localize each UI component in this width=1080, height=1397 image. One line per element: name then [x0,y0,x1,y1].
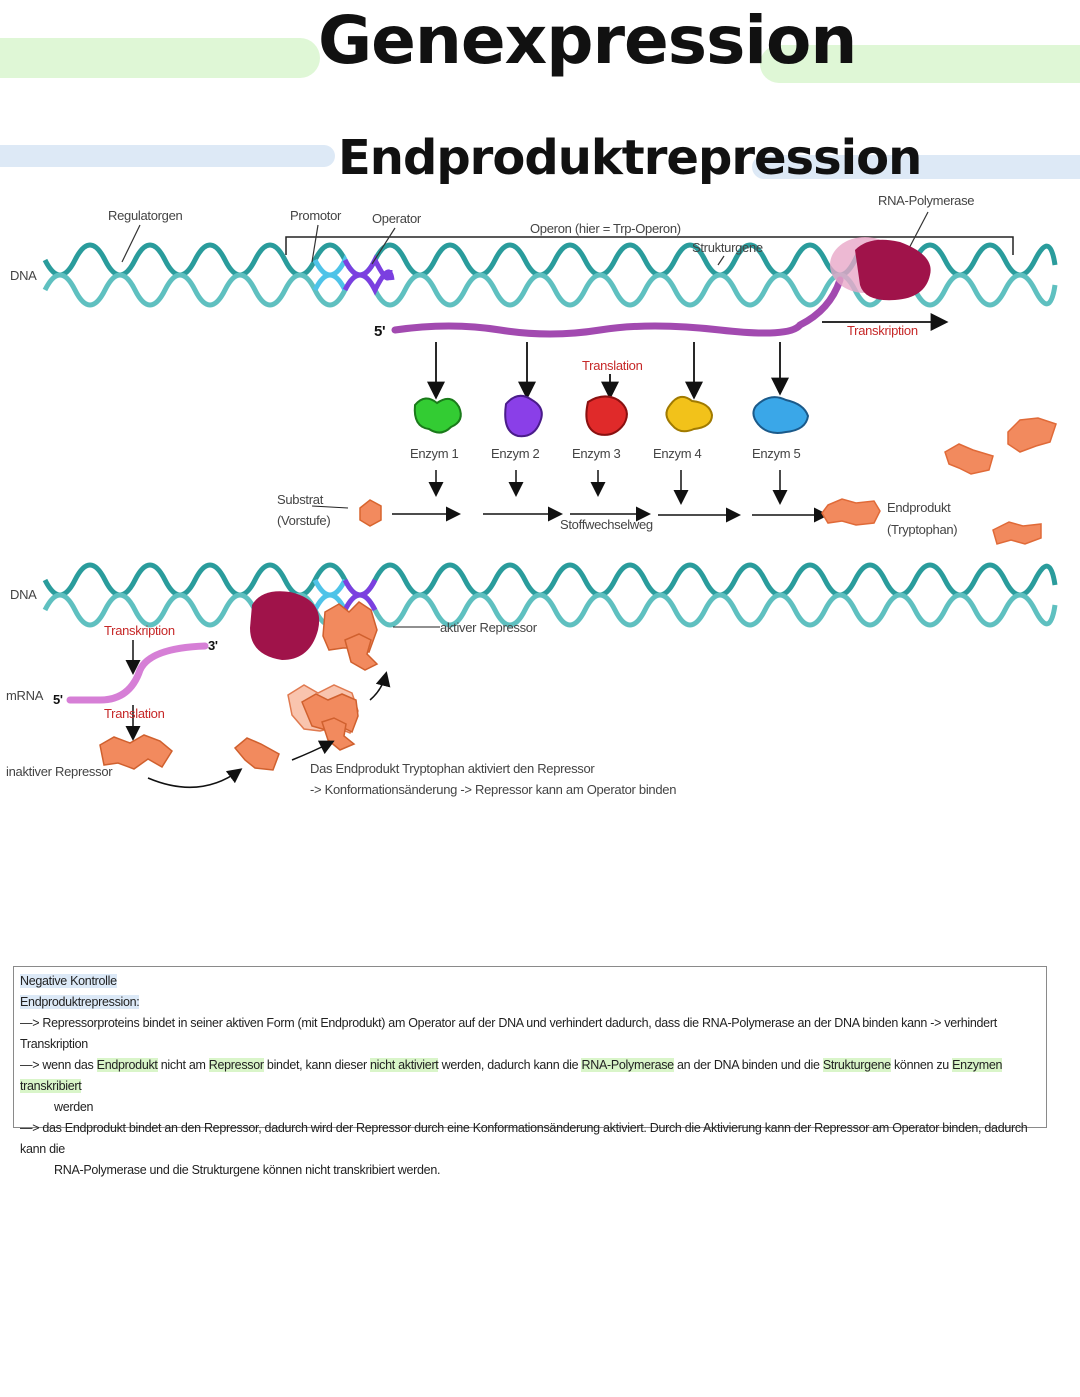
notes-bullet-3: —> das Endprodukt bindet an den Represso… [20,1121,1028,1156]
blue-highlight-strip-left [0,145,335,167]
green-highlight-strip-right [760,45,1080,83]
substrate-hexagon [359,499,382,527]
transkription-label-bottom: Transkription [104,623,175,638]
page-subtitle: Endproduktrepression [338,130,922,186]
enzyme-4-label: Enzym 4 [653,446,702,461]
rna-polymerase-label: RNA-Polymerase [878,193,975,208]
free-tryptophan-icon [233,737,280,771]
enzyme-4-icon [665,395,714,433]
page-title: Genexpression [318,2,857,79]
notes-bullet-2: —> wenn das Endprodukt nicht am Represso… [20,1058,1003,1093]
operator-label: Operator [372,211,421,226]
dna-label-bottom: DNA [10,587,37,602]
enzyme-3-label: Enzym 3 [572,446,621,461]
vorstufe-label: (Vorstufe) [277,513,331,528]
bottom-mrna-strand [66,642,209,704]
notes-heading-1: Negative Kontrolle [20,974,117,988]
enzyme-2-icon [504,394,543,438]
bottom-dna-helix [42,562,1058,628]
inaktiver-repressor-label: inaktiver Repressor [6,764,113,779]
five-prime-label-top: 5' [374,323,386,340]
translation-label-top: Translation [582,358,643,373]
operon-bracket [285,236,1014,255]
active-repressor [322,601,379,671]
dna-label-top: DNA [10,268,37,283]
regulatorgen-label: Regulatorgen [108,208,183,223]
notes-heading-2: Endproduktrepression: [20,995,140,1009]
green-highlight-strip-left [0,38,320,78]
endprodukt-tryptophan-icons [821,417,1057,545]
top-mrna-strand [391,276,844,338]
promotor-label: Promotor [290,208,342,223]
enzyme-1-label: Enzym 1 [410,446,459,461]
notes-bullet-1: —> Repressorproteins bindet in seiner ak… [20,1016,997,1051]
gene-expression-diagram [42,211,1058,789]
rna-polymerase-top [830,237,931,301]
operon-label: Operon (hier = Trp-Operon) [530,221,681,236]
caption-line-1: Das Endprodukt Tryptophan aktiviert den … [310,761,595,776]
five-prime-label-bottom: 5' [53,692,63,707]
enzyme-5-icon [752,396,810,434]
blue-highlight-strip-right [752,155,1080,179]
caption-line-2: -> Konformationsänderung -> Repressor ka… [310,782,677,797]
enzyme-2-label: Enzym 2 [491,446,540,461]
inactive-repressor [99,734,173,770]
transkription-label-top: Transkription [847,323,918,338]
substrat-label: Substrat [277,492,324,507]
three-prime-label: 3' [208,638,218,653]
notes-bullet-2-continued: werden [54,1100,94,1114]
notes-box: Negative Kontrolle Endproduktrepression:… [13,966,1047,1177]
notes-bullet-3-continued: RNA-Polymerase und die Strukturgene könn… [54,1163,441,1177]
mrna-label: mRNA [6,688,44,703]
enzyme-1-icon [413,397,462,434]
translation-label-bottom: Translation [104,706,165,721]
aktiver-repressor-label: aktiver Repressor [440,620,537,635]
activated-repressor [287,684,359,751]
endprodukt-label: Endprodukt [887,500,951,515]
rna-polymerase-bottom [250,591,320,660]
stoffwechselweg-label: Stoffwechselweg [560,517,653,532]
enzyme-3-icon [585,395,628,436]
tryptophan-label: (Tryptophan) [887,522,958,537]
enzyme-5-label: Enzym 5 [752,446,801,461]
strukturgene-label: Strukturgene [692,240,763,255]
